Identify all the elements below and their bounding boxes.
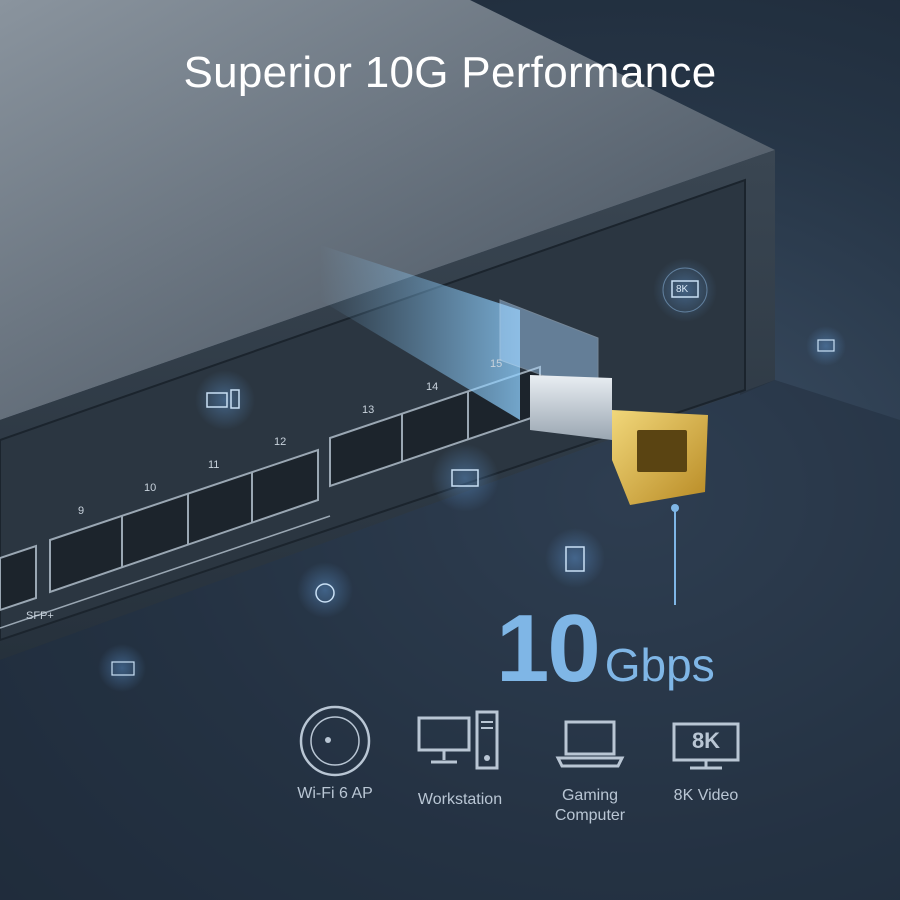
floating-badge-8k: 8K (676, 284, 689, 295)
port-number-11: 11 (208, 459, 220, 471)
device-workstation: Workstation (400, 710, 520, 810)
port-number-12: 12 (274, 436, 287, 448)
switch-top-surface (0, 0, 775, 420)
device-label: Workstation (417, 791, 503, 808)
device-row: Wi-Fi 6 AP Workstation Gaming Computer (280, 704, 780, 844)
sfp-group-rule (0, 515, 331, 629)
monitor-8k-icon (672, 722, 740, 770)
device-8k-video: 8K 8K Video (646, 720, 766, 806)
device-label: Wi-Fi 6 AP (297, 785, 373, 802)
port-number-13: 13 (362, 404, 375, 416)
device-label: 8K Video (673, 787, 739, 804)
port-number-9: 9 (78, 505, 85, 517)
device-label: Gaming Computer (554, 787, 626, 824)
port-number-15: 15 (490, 358, 503, 370)
device-wifi-ap: Wi-Fi 6 AP (275, 704, 395, 804)
sfp-group-label: SFP+ (26, 610, 54, 622)
transceiver-metal (530, 375, 612, 440)
floating-icons (98, 258, 846, 692)
workstation-icon (417, 710, 499, 770)
light-beam (320, 245, 520, 420)
speed-value: 10 (496, 595, 601, 702)
laptop-icon (555, 720, 625, 768)
speed-unit: Gbps (604, 639, 715, 691)
port-number-10: 10 (144, 482, 157, 494)
rj45-opening (637, 430, 687, 472)
callout-dot (671, 504, 679, 512)
sfp-port-group-edge (0, 544, 37, 612)
monitor-screen-text: 8K (691, 728, 721, 753)
access-point-icon (299, 705, 371, 777)
headline: Superior 10G Performance (183, 48, 717, 97)
sfp-port-group-left (49, 448, 319, 594)
device-gaming-computer: Gaming Computer (530, 718, 650, 826)
port-number-14: 14 (426, 381, 439, 393)
